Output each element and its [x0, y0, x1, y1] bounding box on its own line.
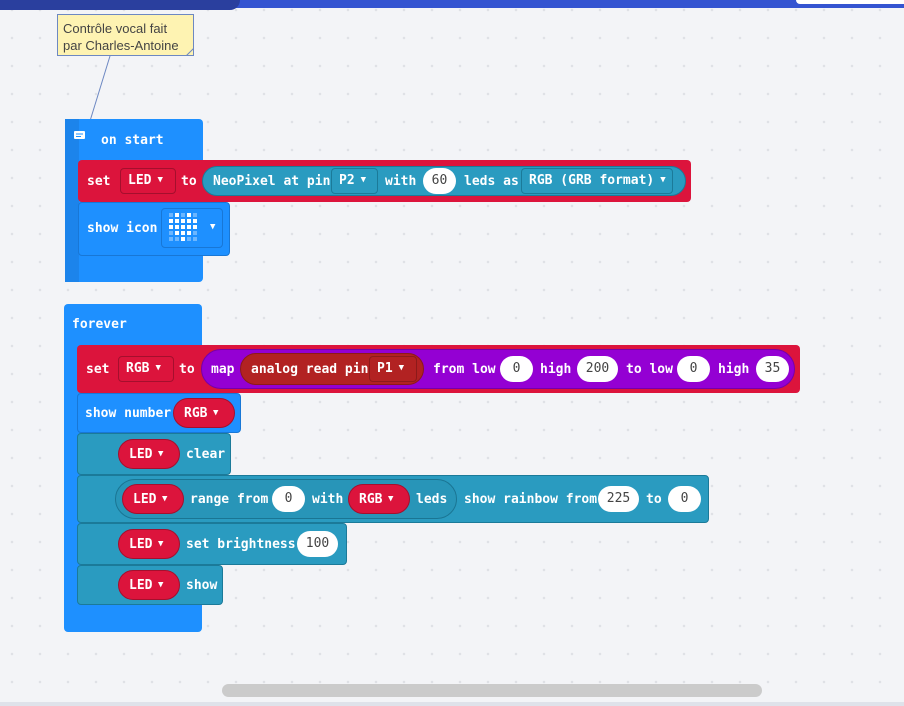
- forever-label: forever: [72, 317, 127, 332]
- set-label: set: [86, 362, 110, 377]
- clear-label: clear: [186, 447, 226, 462]
- icon-dropdown[interactable]: ▼: [161, 208, 223, 248]
- analog-pin-label: P1: [377, 361, 393, 376]
- show-label: show: [186, 578, 218, 593]
- from-low-input[interactable]: 0: [500, 356, 533, 382]
- brightness-input[interactable]: 100: [297, 531, 338, 557]
- led-variable-reporter[interactable]: [118, 529, 180, 559]
- led-reporter-label: LED: [129, 447, 153, 462]
- block-comment[interactable]: Contrôle vocal fait par Charles-Antoine: [57, 14, 194, 56]
- neopixel-label: NeoPixel at pin: [213, 174, 331, 189]
- leds-label: leds: [416, 492, 448, 507]
- led-count-input[interactable]: 60: [423, 168, 456, 194]
- leds-as-label: leds as: [464, 174, 519, 189]
- map-label: map: [211, 362, 235, 377]
- show-rainbow-label: show rainbow from: [464, 492, 598, 507]
- set-label: set: [87, 174, 111, 189]
- chevron-down-icon: ▼: [210, 222, 216, 232]
- to-low-input[interactable]: 0: [677, 356, 710, 382]
- top-toolbar: [0, 0, 904, 8]
- rgb-reporter-label: RGB: [359, 492, 383, 507]
- led-reporter-label: LED: [129, 578, 153, 593]
- pin-label: P2: [339, 173, 355, 188]
- from-high-input[interactable]: 200: [577, 356, 618, 382]
- rgb-variable-reporter[interactable]: [348, 484, 410, 514]
- to-label: to: [181, 174, 197, 189]
- comment-line-1: Contrôle vocal fait: [63, 21, 168, 36]
- led-variable-reporter[interactable]: [122, 484, 184, 514]
- toolbar-left-panel: [0, 0, 240, 10]
- range-from-label: range from: [190, 492, 269, 507]
- set-brightness-label: set brightness: [186, 537, 296, 552]
- chevron-down-icon: ▼: [660, 175, 666, 185]
- to-low-label: to low: [626, 362, 673, 377]
- led-reporter-label: LED: [129, 537, 153, 552]
- chevron-down-icon: ▼: [213, 408, 219, 418]
- analog-pin-dropdown[interactable]: P1 ▼: [369, 356, 417, 382]
- show-number-label: show number: [85, 406, 172, 421]
- chevron-down-icon: ▼: [155, 363, 161, 373]
- led-reporter-label: LED: [133, 492, 157, 507]
- led-variable-dropdown[interactable]: LED ▼: [120, 168, 176, 194]
- pin-dropdown[interactable]: P2 ▼: [331, 168, 378, 194]
- comment-resize-handle[interactable]: [186, 48, 194, 56]
- rgb-variable-label: RGB: [126, 361, 150, 376]
- horizontal-scrollbar[interactable]: [222, 684, 762, 697]
- comment-line-2: par Charles-Antoine: [63, 38, 179, 53]
- with-label: with: [312, 492, 344, 507]
- heart-icon: [169, 213, 197, 241]
- rgb-variable-reporter[interactable]: [173, 398, 235, 428]
- rainbow-end-input[interactable]: 0: [668, 486, 701, 512]
- on-start-block-edge: [65, 119, 79, 282]
- toolbar-search-edge: [796, 0, 904, 4]
- analog-read-label: analog read pin: [251, 362, 369, 377]
- led-variable-reporter[interactable]: [118, 570, 180, 600]
- format-dropdown[interactable]: RGB (GRB format) ▼: [521, 168, 673, 194]
- show-icon-label: show icon: [87, 221, 158, 236]
- led-variable-label: LED: [128, 173, 152, 188]
- chevron-down-icon: ▼: [158, 580, 164, 590]
- to-label: to: [179, 362, 195, 377]
- chevron-down-icon: ▼: [158, 539, 164, 549]
- workspace-bottom-edge: [0, 702, 904, 706]
- format-label: RGB (GRB format): [529, 173, 655, 188]
- high-label: high: [540, 362, 572, 377]
- from-low-label: from low: [433, 362, 496, 377]
- led-variable-reporter[interactable]: [118, 439, 180, 469]
- high-label-2: high: [718, 362, 750, 377]
- chevron-down-icon: ▼: [360, 175, 367, 185]
- chevron-down-icon: ▼: [157, 175, 163, 185]
- rgb-reporter-label: RGB: [184, 406, 208, 421]
- to-label: to: [646, 492, 662, 507]
- rgb-variable-dropdown[interactable]: RGB ▼: [118, 356, 174, 382]
- range-from-input[interactable]: 0: [272, 486, 305, 512]
- to-high-input[interactable]: 35: [756, 356, 789, 382]
- comment-icon[interactable]: [73, 130, 87, 142]
- on-start-label: on start: [101, 133, 164, 148]
- chevron-down-icon: ▼: [398, 363, 405, 373]
- with-label: with: [385, 174, 417, 189]
- rainbow-start-input[interactable]: 225: [598, 486, 639, 512]
- chevron-down-icon: ▼: [388, 494, 394, 504]
- chevron-down-icon: ▼: [162, 494, 168, 504]
- chevron-down-icon: ▼: [158, 449, 164, 459]
